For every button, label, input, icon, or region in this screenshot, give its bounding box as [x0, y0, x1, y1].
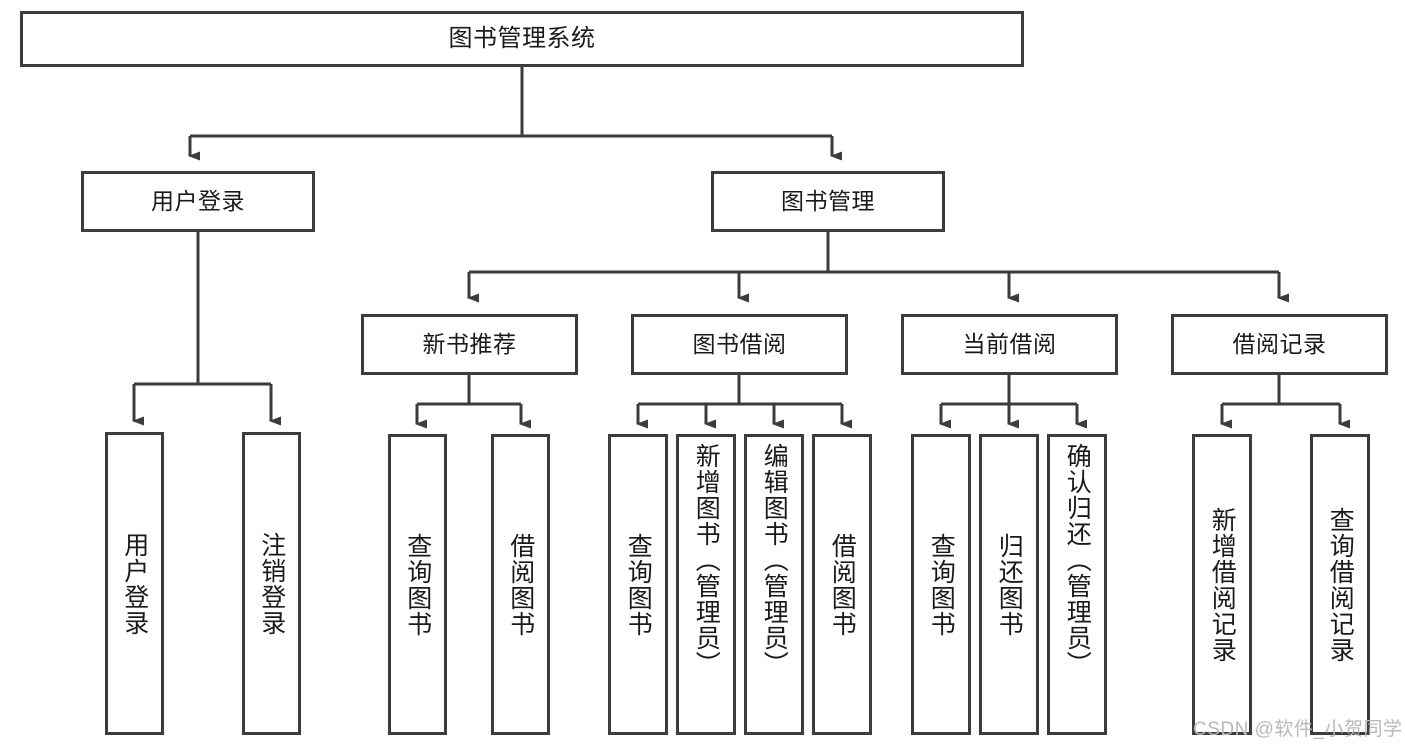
- node-label: 图书借阅: [692, 330, 787, 357]
- leaf-book-borrow-edit[interactable]: 编辑图书（管理员）: [744, 434, 804, 735]
- node-label: 用户登录: [151, 187, 245, 214]
- leaf-current-borrow-confirm-return[interactable]: 确认归还（管理员）: [1047, 434, 1107, 735]
- leaf-book-borrow-query[interactable]: 查询图书: [608, 434, 668, 735]
- node-label: 图书管理系统: [448, 24, 596, 52]
- leaf-current-borrow-return[interactable]: 归还图书: [979, 434, 1039, 735]
- node-root-book-management-system[interactable]: 图书管理系统: [20, 11, 1024, 67]
- node-label: 新增借阅记录: [1208, 506, 1237, 663]
- node-label: 借阅记录: [1232, 330, 1327, 357]
- watermark: CSDN @软件_小贺同学: [1193, 719, 1403, 740]
- node-label: 确认归还（管理员）: [1063, 443, 1092, 677]
- node-label: 归还图书: [995, 532, 1024, 637]
- leaf-book-borrow-add[interactable]: 新增图书（管理员）: [676, 434, 736, 735]
- node-book-borrow[interactable]: 图书借阅: [631, 314, 848, 375]
- leaf-borrow-record-query[interactable]: 查询借阅记录: [1310, 434, 1370, 735]
- node-label: 图书管理: [781, 187, 875, 214]
- node-label: 借阅图书: [828, 532, 857, 637]
- leaf-book-borrow-borrow[interactable]: 借阅图书: [812, 434, 872, 735]
- leaf-user-login-signout[interactable]: 注销登录: [242, 432, 301, 735]
- leaf-new-book-query[interactable]: 查询图书: [388, 434, 447, 735]
- node-label: 查询借阅记录: [1326, 506, 1355, 663]
- node-label: 查询图书: [624, 532, 653, 637]
- node-book-management[interactable]: 图书管理: [711, 171, 945, 232]
- node-user-login[interactable]: 用户登录: [81, 171, 315, 232]
- leaf-new-book-borrow[interactable]: 借阅图书: [491, 434, 550, 735]
- node-new-book-recommend[interactable]: 新书推荐: [361, 314, 578, 375]
- node-label: 编辑图书（管理员）: [760, 443, 789, 677]
- node-current-borrow[interactable]: 当前借阅: [901, 314, 1118, 375]
- node-borrow-record[interactable]: 借阅记录: [1171, 314, 1388, 375]
- node-label: 查询图书: [403, 532, 432, 637]
- node-label: 新书推荐: [422, 330, 517, 357]
- leaf-user-login-signin[interactable]: 用户登录: [105, 432, 164, 735]
- leaf-borrow-record-add[interactable]: 新增借阅记录: [1192, 434, 1252, 735]
- node-label: 注销登录: [257, 531, 286, 636]
- leaf-current-borrow-query[interactable]: 查询图书: [911, 434, 971, 735]
- node-label: 借阅图书: [506, 532, 535, 637]
- node-label: 当前借阅: [962, 330, 1057, 357]
- node-label: 新增图书（管理员）: [692, 443, 721, 677]
- node-label: 查询图书: [927, 532, 956, 637]
- node-label: 用户登录: [120, 531, 149, 636]
